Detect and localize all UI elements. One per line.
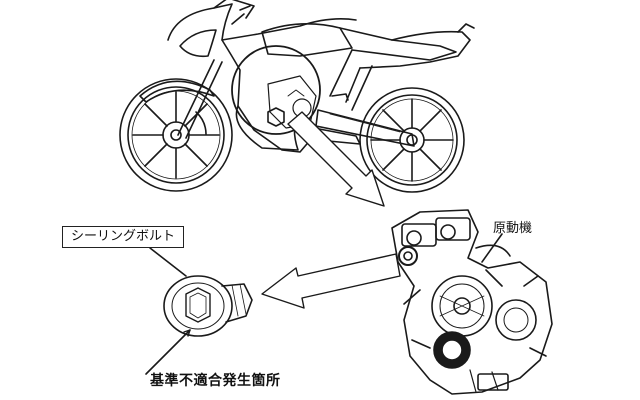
defect-location-label: 基準不適合発生箇所 [150, 373, 281, 389]
front-wheel [119, 78, 233, 192]
front-fairing [167, 3, 299, 151]
sealing-bolt-label: シーリングボルト [62, 226, 184, 248]
bolt-label-leader [149, 247, 187, 277]
windscreen [213, 0, 255, 19]
rear-wheel [359, 87, 465, 193]
engine-label: 原動機 [493, 221, 533, 236]
bolt-location-hex [267, 107, 285, 127]
engine-drawing [391, 209, 553, 395]
tail-cowl [359, 30, 471, 69]
highlight-circle [231, 45, 321, 135]
sealing-bolt-drawing [163, 275, 253, 337]
exhaust [313, 127, 361, 145]
motorcycle-drawing [119, 0, 475, 193]
front-fender [139, 80, 215, 103]
fuel-tank [261, 23, 353, 57]
front-fork [177, 59, 223, 139]
defect-arrow [145, 329, 191, 375]
arrow-to-bolt [261, 253, 401, 309]
swing-arm [315, 109, 415, 147]
engine-bolt-spot [398, 246, 418, 266]
seat [339, 27, 457, 61]
engine-label-leader [481, 233, 503, 263]
belly-pan [237, 105, 313, 153]
arrow-to-engine [287, 111, 385, 207]
